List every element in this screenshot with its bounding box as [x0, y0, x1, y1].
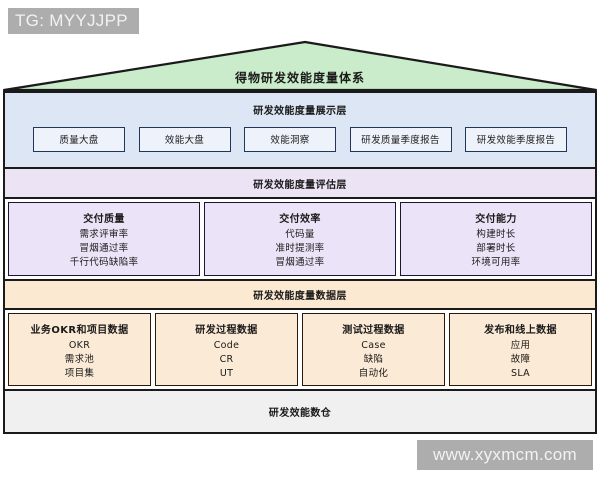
evaluation-column-delivery-quality[interactable]: 交付质量 需求评审率 冒烟通过率 千行代码缺陷率: [8, 202, 200, 276]
data-item: SLA: [511, 367, 530, 379]
data-item: OKR: [68, 339, 91, 351]
presentation-boxes: 质量大盘 效能大盘 效能洞察 研发质量季度报告 研发效能季度报告: [5, 117, 595, 167]
evaluation-columns: 交付质量 需求评审率 冒烟通过率 千行代码缺陷率 交付效率 代码量 准时提测率 …: [5, 199, 595, 279]
data-item: 项目集: [64, 367, 95, 379]
evaluation-item: 构建时长: [476, 229, 516, 240]
data-item: 需求池: [64, 353, 95, 365]
presentation-box-efficiency-insight[interactable]: 效能洞察: [244, 126, 336, 152]
evaluation-heading-delivery-efficiency: 交付效率: [279, 214, 321, 225]
evaluation-item: 准时提测率: [275, 243, 325, 254]
presentation-box-efficiency-dashboard[interactable]: 效能大盘: [138, 126, 231, 152]
data-heading-test-process: 测试过程数据: [342, 324, 405, 336]
data-columns: 业务OKR和项目数据 OKR 需求池 项目集 研发过程数据 Code CR UT…: [5, 310, 595, 389]
presentation-layer-title: 研发效能度量展示层: [253, 106, 347, 117]
watermark-top: TG: MYYJJPP: [8, 8, 139, 34]
evaluation-layer-title: 研发效能度量评估层: [5, 169, 595, 199]
evaluation-item: 千行代码缺陷率: [69, 257, 139, 268]
evaluation-column-delivery-capability[interactable]: 交付能力 构建时长 部署时长 环境可用率: [400, 202, 592, 276]
data-item: Case: [361, 339, 386, 351]
data-heading-release-online: 发布和线上数据: [484, 324, 557, 336]
presentation-box-quality-dashboard[interactable]: 质量大盘: [33, 126, 125, 152]
house-roof: 得物研发效能度量体系: [2, 40, 598, 92]
data-item: UT: [219, 367, 234, 379]
data-column-business-okr-project[interactable]: 业务OKR和项目数据 OKR 需求池 项目集: [8, 313, 151, 386]
presentation-box-efficiency-quarterly-report[interactable]: 研发效能季度报告: [465, 126, 567, 152]
evaluation-item: 代码量: [285, 229, 315, 240]
warehouse-layer-title: 研发效能数仓: [268, 408, 332, 419]
data-item: Code: [213, 339, 240, 351]
data-item: 缺陷: [363, 353, 384, 365]
evaluation-item: 冒烟通过率: [275, 257, 325, 268]
data-item: CR: [219, 353, 234, 365]
evaluation-item: 需求评审率: [79, 229, 129, 240]
evaluation-column-delivery-efficiency[interactable]: 交付效率 代码量 准时提测率 冒烟通过率: [204, 202, 396, 276]
evaluation-item: 环境可用率: [471, 257, 521, 268]
roof-title: 得物研发效能度量体系: [234, 71, 365, 85]
presentation-box-quality-quarterly-report[interactable]: 研发质量季度报告: [349, 126, 452, 152]
data-item: 应用: [510, 339, 531, 351]
presentation-layer: 研发效能度量展示层 质量大盘 效能大盘 效能洞察 研发质量季度报告 研发效能季度…: [5, 93, 595, 169]
data-item: 自动化: [358, 367, 389, 379]
data-heading-business-okr-project: 业务OKR和项目数据: [30, 324, 129, 336]
watermark-bottom: www.xyxmcm.com: [417, 440, 593, 470]
data-column-release-online[interactable]: 发布和线上数据 应用 故障 SLA: [449, 313, 592, 386]
evaluation-heading-delivery-quality: 交付质量: [83, 214, 125, 225]
data-heading-dev-process: 研发过程数据: [195, 324, 258, 336]
data-item: 故障: [510, 353, 531, 365]
data-column-dev-process[interactable]: 研发过程数据 Code CR UT: [155, 313, 298, 386]
data-layer: 研发效能度量数据层 业务OKR和项目数据 OKR 需求池 项目集 研发过程数据 …: [5, 281, 595, 391]
evaluation-layer: 研发效能度量评估层 交付质量 需求评审率 冒烟通过率 千行代码缺陷率 交付效率 …: [5, 169, 595, 281]
warehouse-layer: 研发效能数仓: [5, 391, 595, 432]
evaluation-item: 部署时长: [476, 243, 516, 254]
data-layer-title: 研发效能度量数据层: [5, 281, 595, 310]
house-body: 研发效能度量展示层 质量大盘 效能大盘 效能洞察 研发质量季度报告 研发效能季度…: [3, 91, 597, 434]
evaluation-heading-delivery-capability: 交付能力: [475, 214, 517, 225]
data-column-test-process[interactable]: 测试过程数据 Case 缺陷 自动化: [302, 313, 445, 386]
evaluation-item: 冒烟通过率: [79, 243, 129, 254]
